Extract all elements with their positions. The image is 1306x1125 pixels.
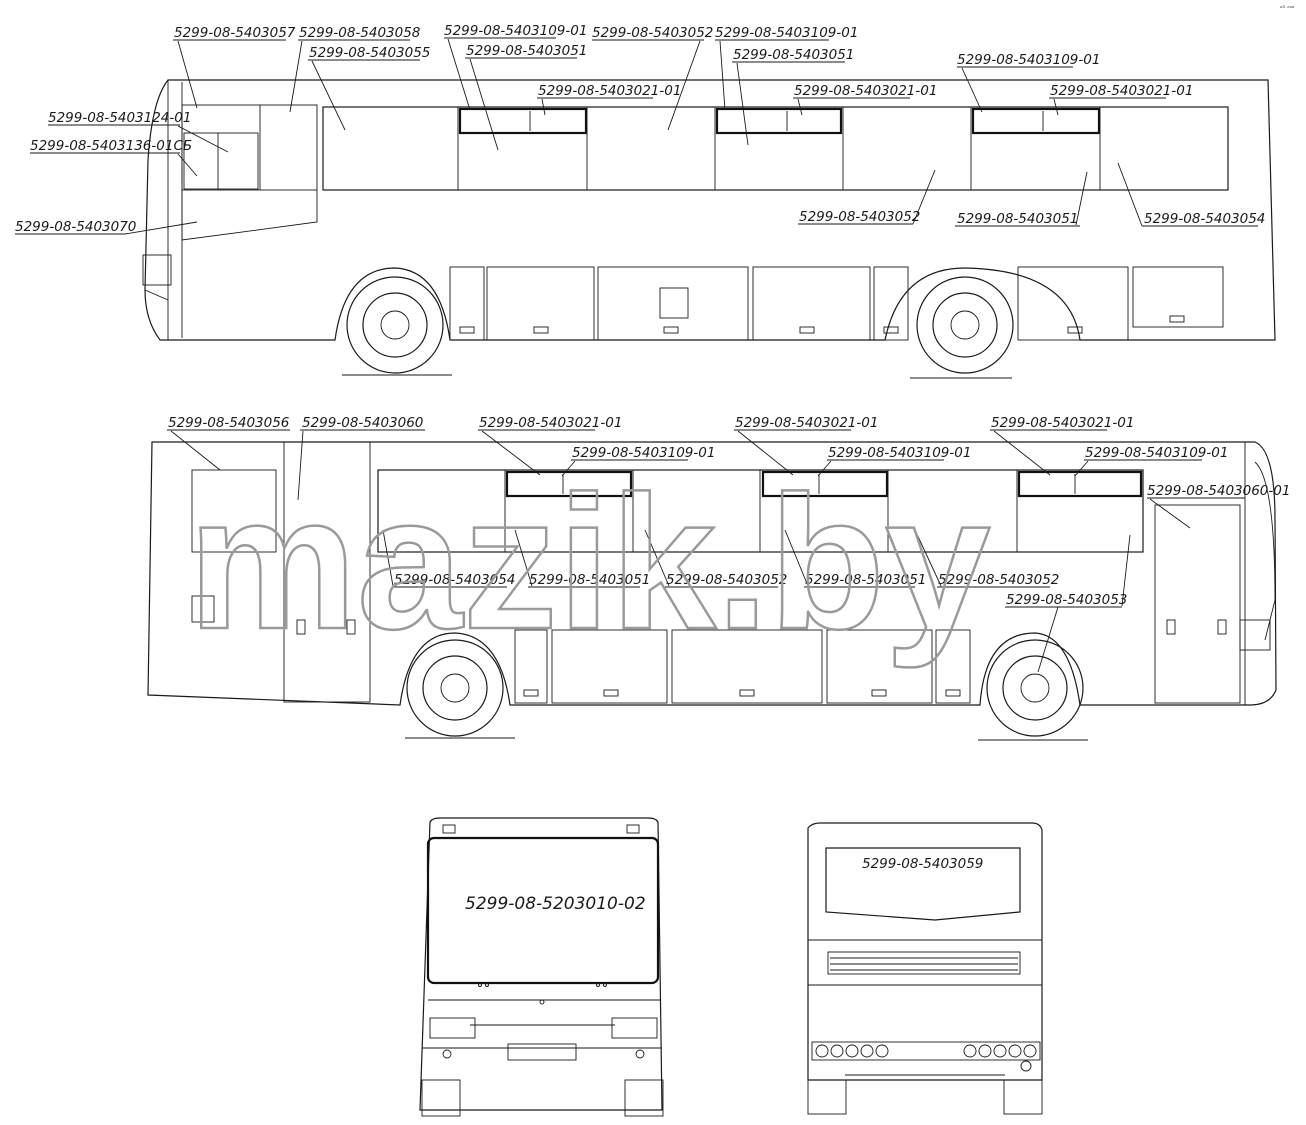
label-5403055: 5299-08-5403055 bbox=[309, 45, 430, 61]
label-5403051-b: 5299-08-5403051 bbox=[733, 47, 854, 63]
label-5403109-01-b: 5299-08-5403109-01 bbox=[715, 25, 858, 41]
label-5403021-01-f: 5299-08-5403021-01 bbox=[991, 415, 1134, 431]
label-5403054-b: 5299-08-5403054 bbox=[394, 572, 515, 588]
label-5403109-01-e: 5299-08-5403109-01 bbox=[828, 445, 971, 461]
label-5403051-e: 5299-08-5403051 bbox=[805, 572, 926, 588]
label-5403109-01-f: 5299-08-5403109-01 bbox=[1085, 445, 1228, 461]
front-view bbox=[419, 817, 664, 1117]
side-view-right bbox=[147, 441, 1277, 741]
label-5403021-01-b: 5299-08-5403021-01 bbox=[794, 83, 937, 99]
label-5403057: 5299-08-5403057 bbox=[174, 25, 296, 41]
label-5403060: 5299-08-5403060 bbox=[302, 415, 423, 431]
label-5403052-c: 5299-08-5403052 bbox=[666, 572, 787, 588]
label-5403051-c: 5299-08-5403051 bbox=[957, 211, 1078, 227]
label-5403109-01-c: 5299-08-5403109-01 bbox=[957, 52, 1100, 68]
label-5403054: 5299-08-5403054 bbox=[1144, 211, 1265, 227]
label-5403051-d: 5299-08-5403051 bbox=[529, 572, 650, 588]
watermark: mazik.by bbox=[188, 457, 991, 669]
label-5403053: 5299-08-5403053 bbox=[1006, 592, 1127, 608]
label-5403051-a: 5299-08-5403051 bbox=[466, 43, 587, 59]
rear-window-label: 5299-08-5403059 bbox=[862, 856, 983, 872]
label-5403070: 5299-08-5403070 bbox=[15, 219, 136, 235]
side-view-left bbox=[142, 79, 1276, 379]
corner-mark: ᵒᴰ ᵃᵃᵃ bbox=[1280, 5, 1294, 12]
label-5403056: 5299-08-5403056 bbox=[168, 415, 289, 431]
label-5403052-d: 5299-08-5403052 bbox=[938, 572, 1059, 588]
rear-view bbox=[807, 822, 1043, 1115]
label-5403136-01sb: 5299-08-5403136-01СБ bbox=[30, 138, 192, 154]
label-5403052-a: 5299-08-5403052 bbox=[592, 25, 713, 41]
label-5403124-01: 5299-08-5403124-01 bbox=[48, 110, 191, 126]
label-5403021-01-c: 5299-08-5403021-01 bbox=[1050, 83, 1193, 99]
labels-view-1: 5299-08-5403057 5299-08-5403058 5299-08-… bbox=[15, 23, 1265, 235]
leaders-view-2 bbox=[167, 429, 1245, 673]
label-5403052-b: 5299-08-5403052 bbox=[799, 209, 920, 225]
label-5403109-01-a: 5299-08-5403109-01 bbox=[444, 23, 587, 39]
label-5403021-01-a: 5299-08-5403021-01 bbox=[538, 83, 681, 99]
label-5403021-01-d: 5299-08-5403021-01 bbox=[479, 415, 622, 431]
label-5403109-01-d: 5299-08-5403109-01 bbox=[572, 445, 715, 461]
front-windshield-label: 5299-08-5203010-02 bbox=[465, 894, 646, 914]
label-5403058: 5299-08-5403058 bbox=[299, 25, 420, 41]
label-5403021-01-e: 5299-08-5403021-01 bbox=[735, 415, 878, 431]
label-5403060-01: 5299-08-5403060-01 bbox=[1147, 483, 1290, 499]
labels-view-2: 5299-08-5403056 5299-08-5403060 5299-08-… bbox=[168, 415, 1290, 608]
leaders-view-1 bbox=[15, 37, 1258, 235]
